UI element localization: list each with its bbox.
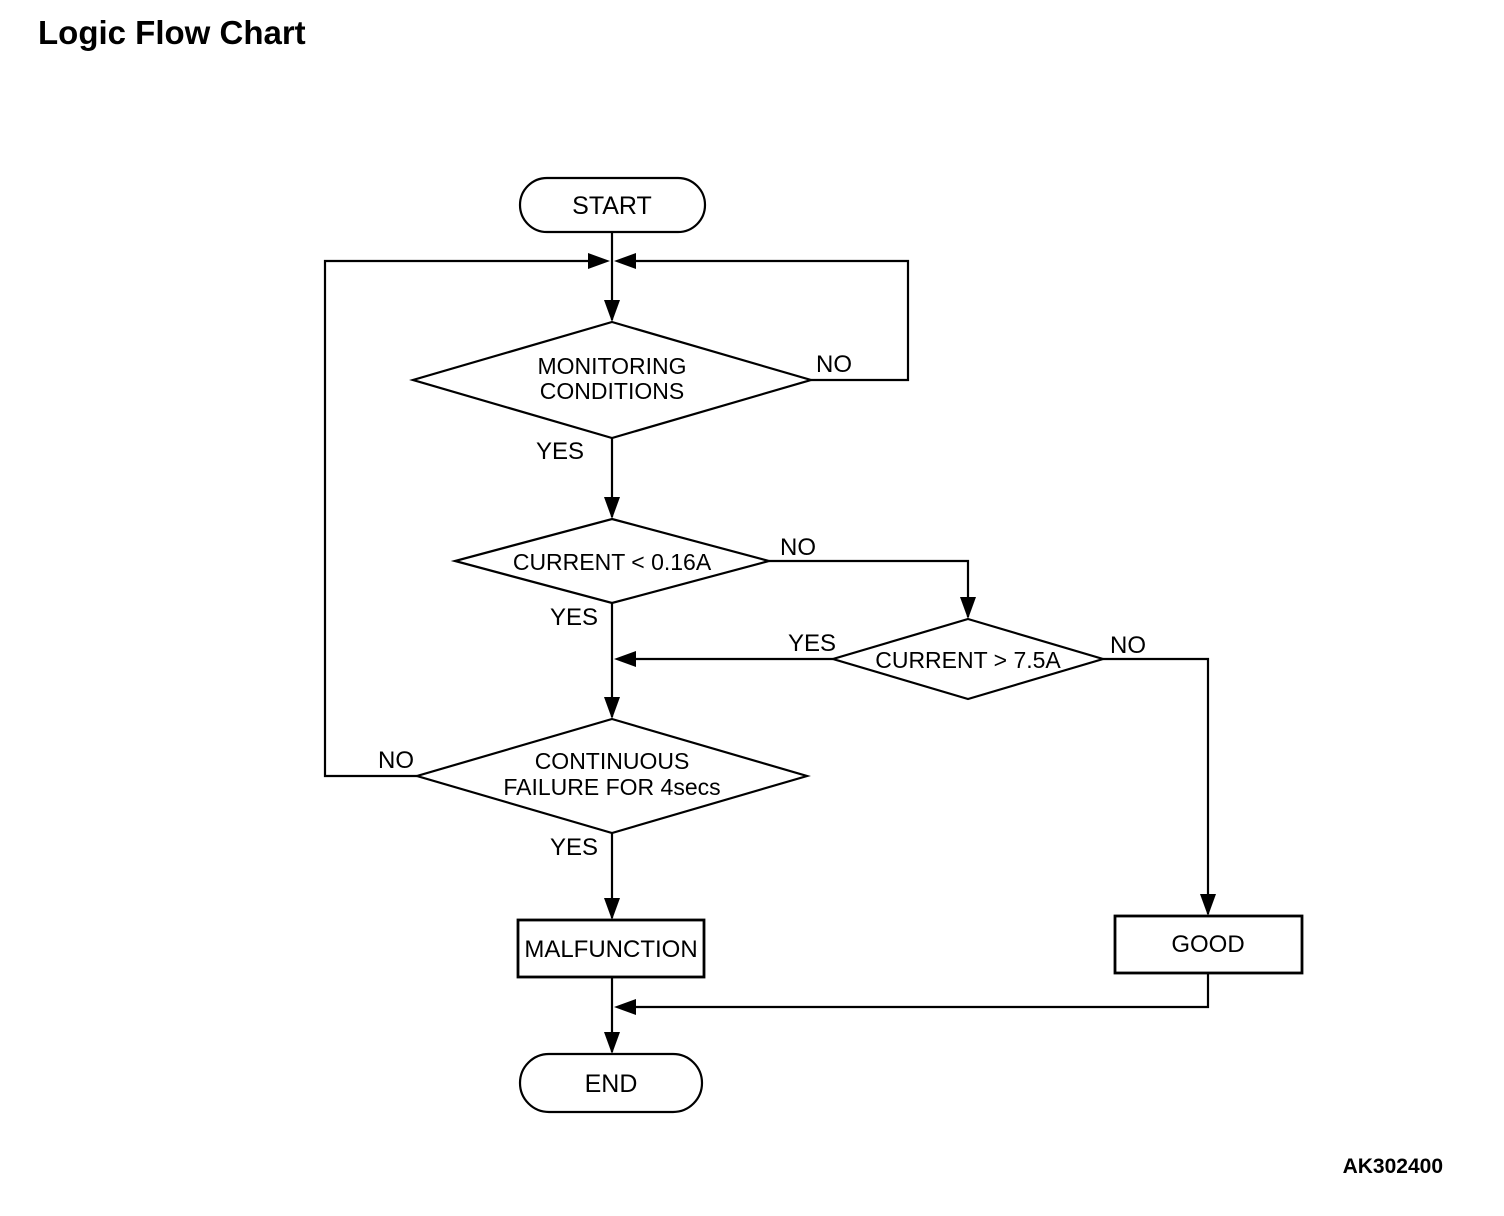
- start-terminal-shape: [518, 176, 707, 234]
- arrowheads: [588, 253, 1216, 1054]
- arrowhead-into-malfunction-icon: [604, 898, 620, 920]
- figure-code: AK302400: [1342, 1155, 1443, 1178]
- page-title: Logic Flow Chart: [38, 14, 306, 51]
- monitoring-no-label: NO: [816, 351, 852, 378]
- good-label: GOOD: [1171, 931, 1244, 958]
- end-label: END: [585, 1070, 638, 1098]
- arrowhead-loop-right-junction-icon: [614, 253, 636, 269]
- connector-good-to-end: [618, 973, 1210, 1009]
- branch-labels: NO YES NO YES YES NO NO YES: [378, 351, 1146, 861]
- arrowhead-into-continuous-icon: [604, 697, 620, 719]
- connector-continuous-no-loop: [323, 259, 606, 778]
- malfunction-label: MALFUNCTION: [524, 936, 697, 963]
- node-labels: START MONITORING CONDITIONS CURRENT < 0.…: [503, 192, 1244, 1098]
- decision-current-high-shape: [829, 617, 1107, 701]
- monitoring-yes-label: YES: [536, 438, 584, 465]
- monitoring-label-line1: MONITORING: [537, 353, 686, 379]
- current-low-no-label: NO: [780, 534, 816, 561]
- continuous-failure-yes-label: YES: [550, 834, 598, 861]
- arrowhead-into-current-low-icon: [604, 497, 620, 519]
- decision-monitoring-conditions-shape: [409, 320, 815, 440]
- current-high-yes-label: YES: [788, 630, 836, 657]
- arrowhead-into-end-icon: [604, 1032, 620, 1054]
- connector-current-low-no: [769, 559, 970, 617]
- decision-continuous-failure-shape: [413, 717, 811, 835]
- decision-current-low-shape: [450, 517, 774, 605]
- node-shapes: [409, 176, 1304, 1114]
- continuous-failure-no-label: NO: [378, 747, 414, 774]
- connector-current-high-no: [1103, 657, 1210, 914]
- current-low-yes-label: YES: [550, 604, 598, 631]
- monitoring-label-line2: CONDITIONS: [540, 378, 684, 404]
- arrowhead-into-monitoring-icon: [604, 300, 620, 322]
- current-high-label: CURRENT > 7.5A: [875, 647, 1061, 673]
- process-malfunction-shape: [516, 918, 706, 979]
- connectors: [323, 232, 1210, 1052]
- start-label: START: [572, 192, 652, 220]
- current-low-label: CURRENT < 0.16A: [513, 549, 712, 575]
- arrowhead-into-current-high-icon: [960, 597, 976, 619]
- arrowhead-current-high-yes-icon: [614, 651, 636, 667]
- process-good-shape: [1113, 914, 1304, 975]
- continuous-failure-label-line2: FAILURE FOR 4secs: [503, 774, 720, 800]
- continuous-failure-label-line1: CONTINUOUS: [535, 748, 690, 774]
- arrowhead-loop-left-junction-icon: [588, 253, 610, 269]
- arrowhead-into-good-icon: [1200, 894, 1216, 916]
- current-high-no-label: NO: [1110, 632, 1146, 659]
- connector-monitoring-no-loop: [618, 259, 910, 382]
- arrowhead-good-merge-icon: [614, 999, 636, 1015]
- end-terminal-shape: [518, 1052, 704, 1114]
